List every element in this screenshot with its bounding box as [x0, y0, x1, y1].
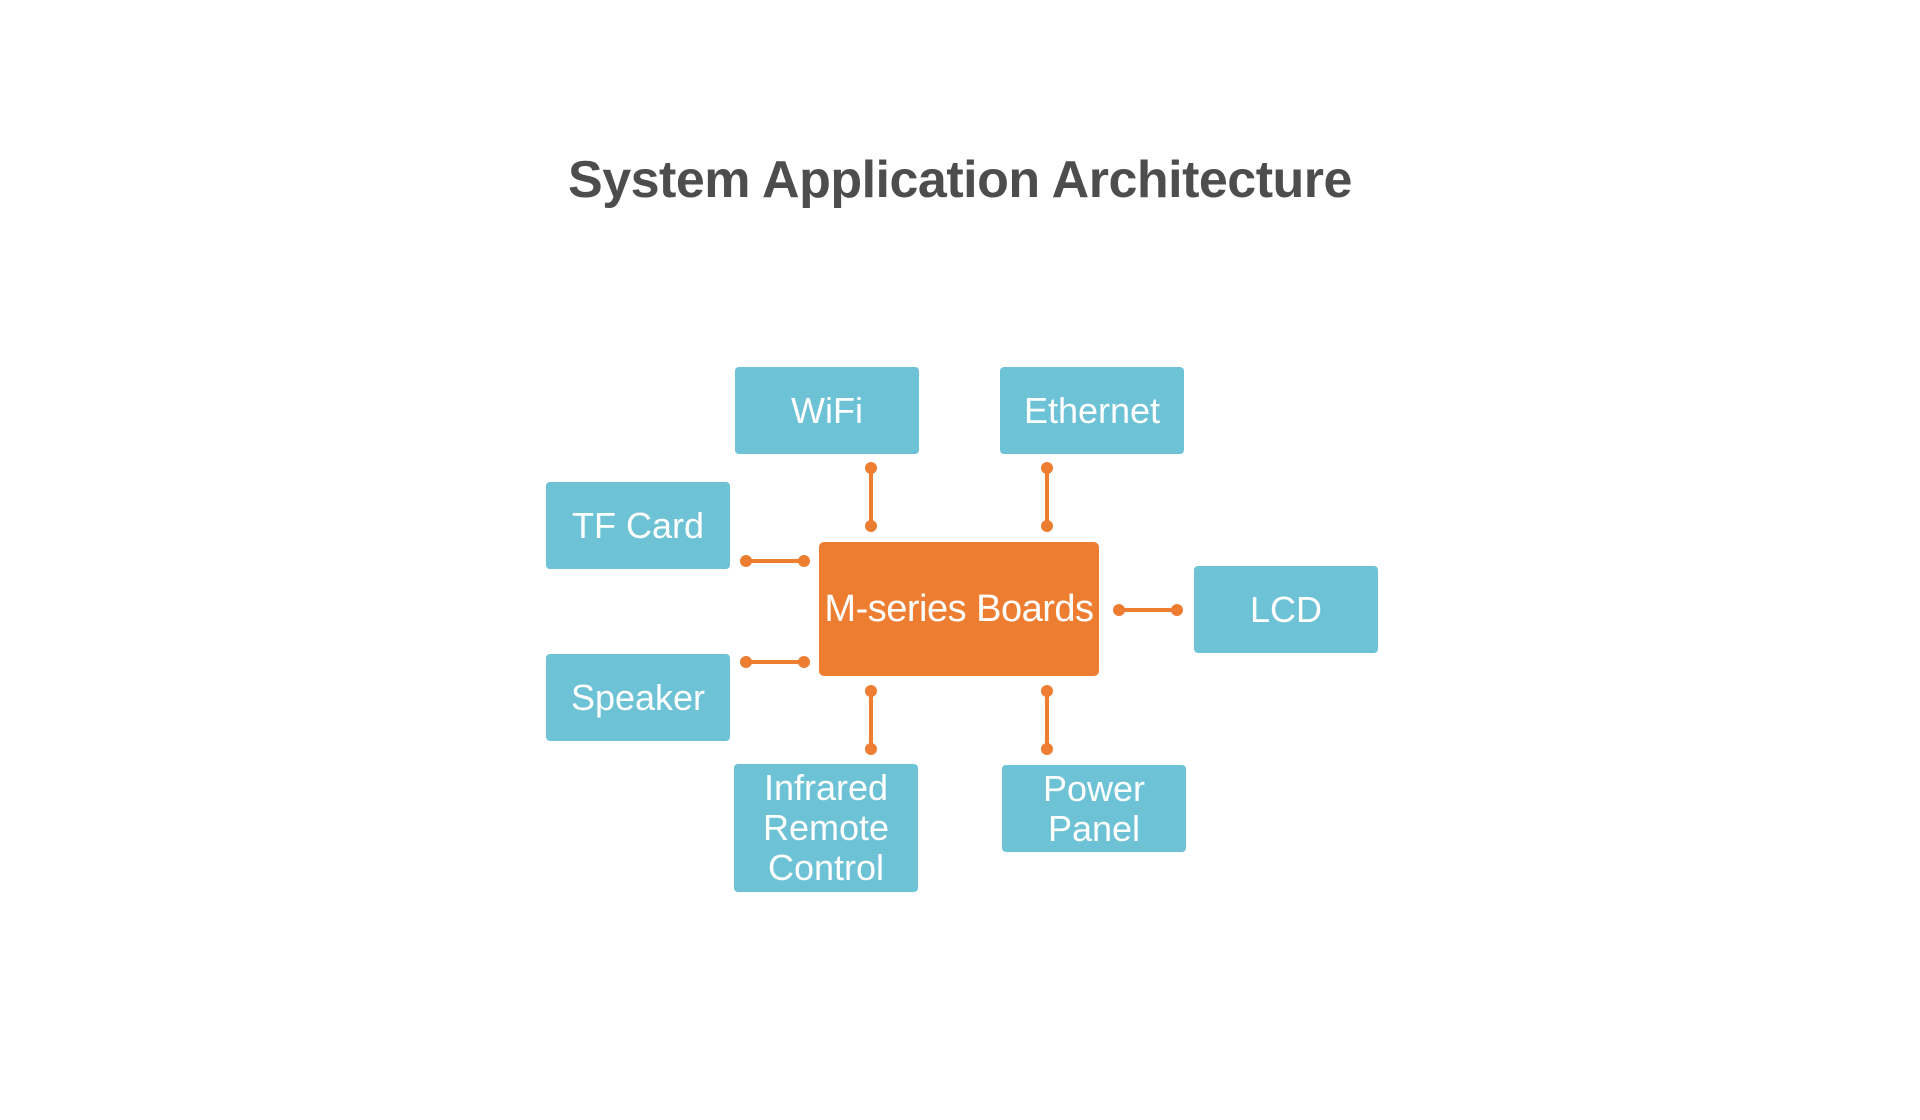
hub-m-series-boards: M-series Boards: [819, 542, 1099, 676]
connector-dot: [865, 743, 877, 755]
connector-dot: [865, 685, 877, 697]
connector-dot: [865, 462, 877, 474]
connector-dot: [740, 555, 752, 567]
diagram-title: System Application Architecture: [568, 151, 1352, 209]
node-ethernet: Ethernet: [1000, 367, 1184, 454]
connector-dot: [1041, 462, 1053, 474]
node-label: LCD: [1249, 588, 1323, 630]
connector-dot: [1171, 604, 1183, 616]
connector-dot: [865, 520, 877, 532]
node-label: WiFi: [791, 389, 863, 431]
connector-dot: [740, 656, 752, 668]
node-label: Infrared Remote Control: [762, 767, 890, 888]
connector-dot: [1041, 685, 1053, 697]
node-infrared-remote-control: Infrared Remote Control: [734, 764, 918, 892]
node-tf-card: TF Card: [546, 482, 730, 569]
node-lcd: LCD: [1194, 566, 1378, 653]
node-label: Power Panel: [1042, 767, 1146, 849]
node-power-panel: Power Panel: [1002, 765, 1186, 852]
connector-speaker: [740, 656, 810, 668]
connector-dot: [798, 555, 810, 567]
connector-tf-card: [740, 555, 810, 567]
connector-dot: [1113, 604, 1125, 616]
node-label: Speaker: [570, 676, 706, 718]
node-label: TF Card: [571, 504, 704, 546]
connector-dot: [1041, 743, 1053, 755]
hub-label: M-series Boards: [824, 587, 1094, 630]
connector-ethernet: [1041, 462, 1053, 532]
node-label: Ethernet: [1023, 389, 1161, 431]
connector-lcd: [1113, 604, 1183, 616]
connector-wifi: [865, 462, 877, 532]
connector-infrared-remote-control: [865, 685, 877, 755]
node-speaker: Speaker: [546, 654, 730, 741]
connector-dot: [798, 656, 810, 668]
connector-dot: [1041, 520, 1053, 532]
connector-power-panel: [1041, 685, 1053, 755]
node-wifi: WiFi: [735, 367, 919, 454]
